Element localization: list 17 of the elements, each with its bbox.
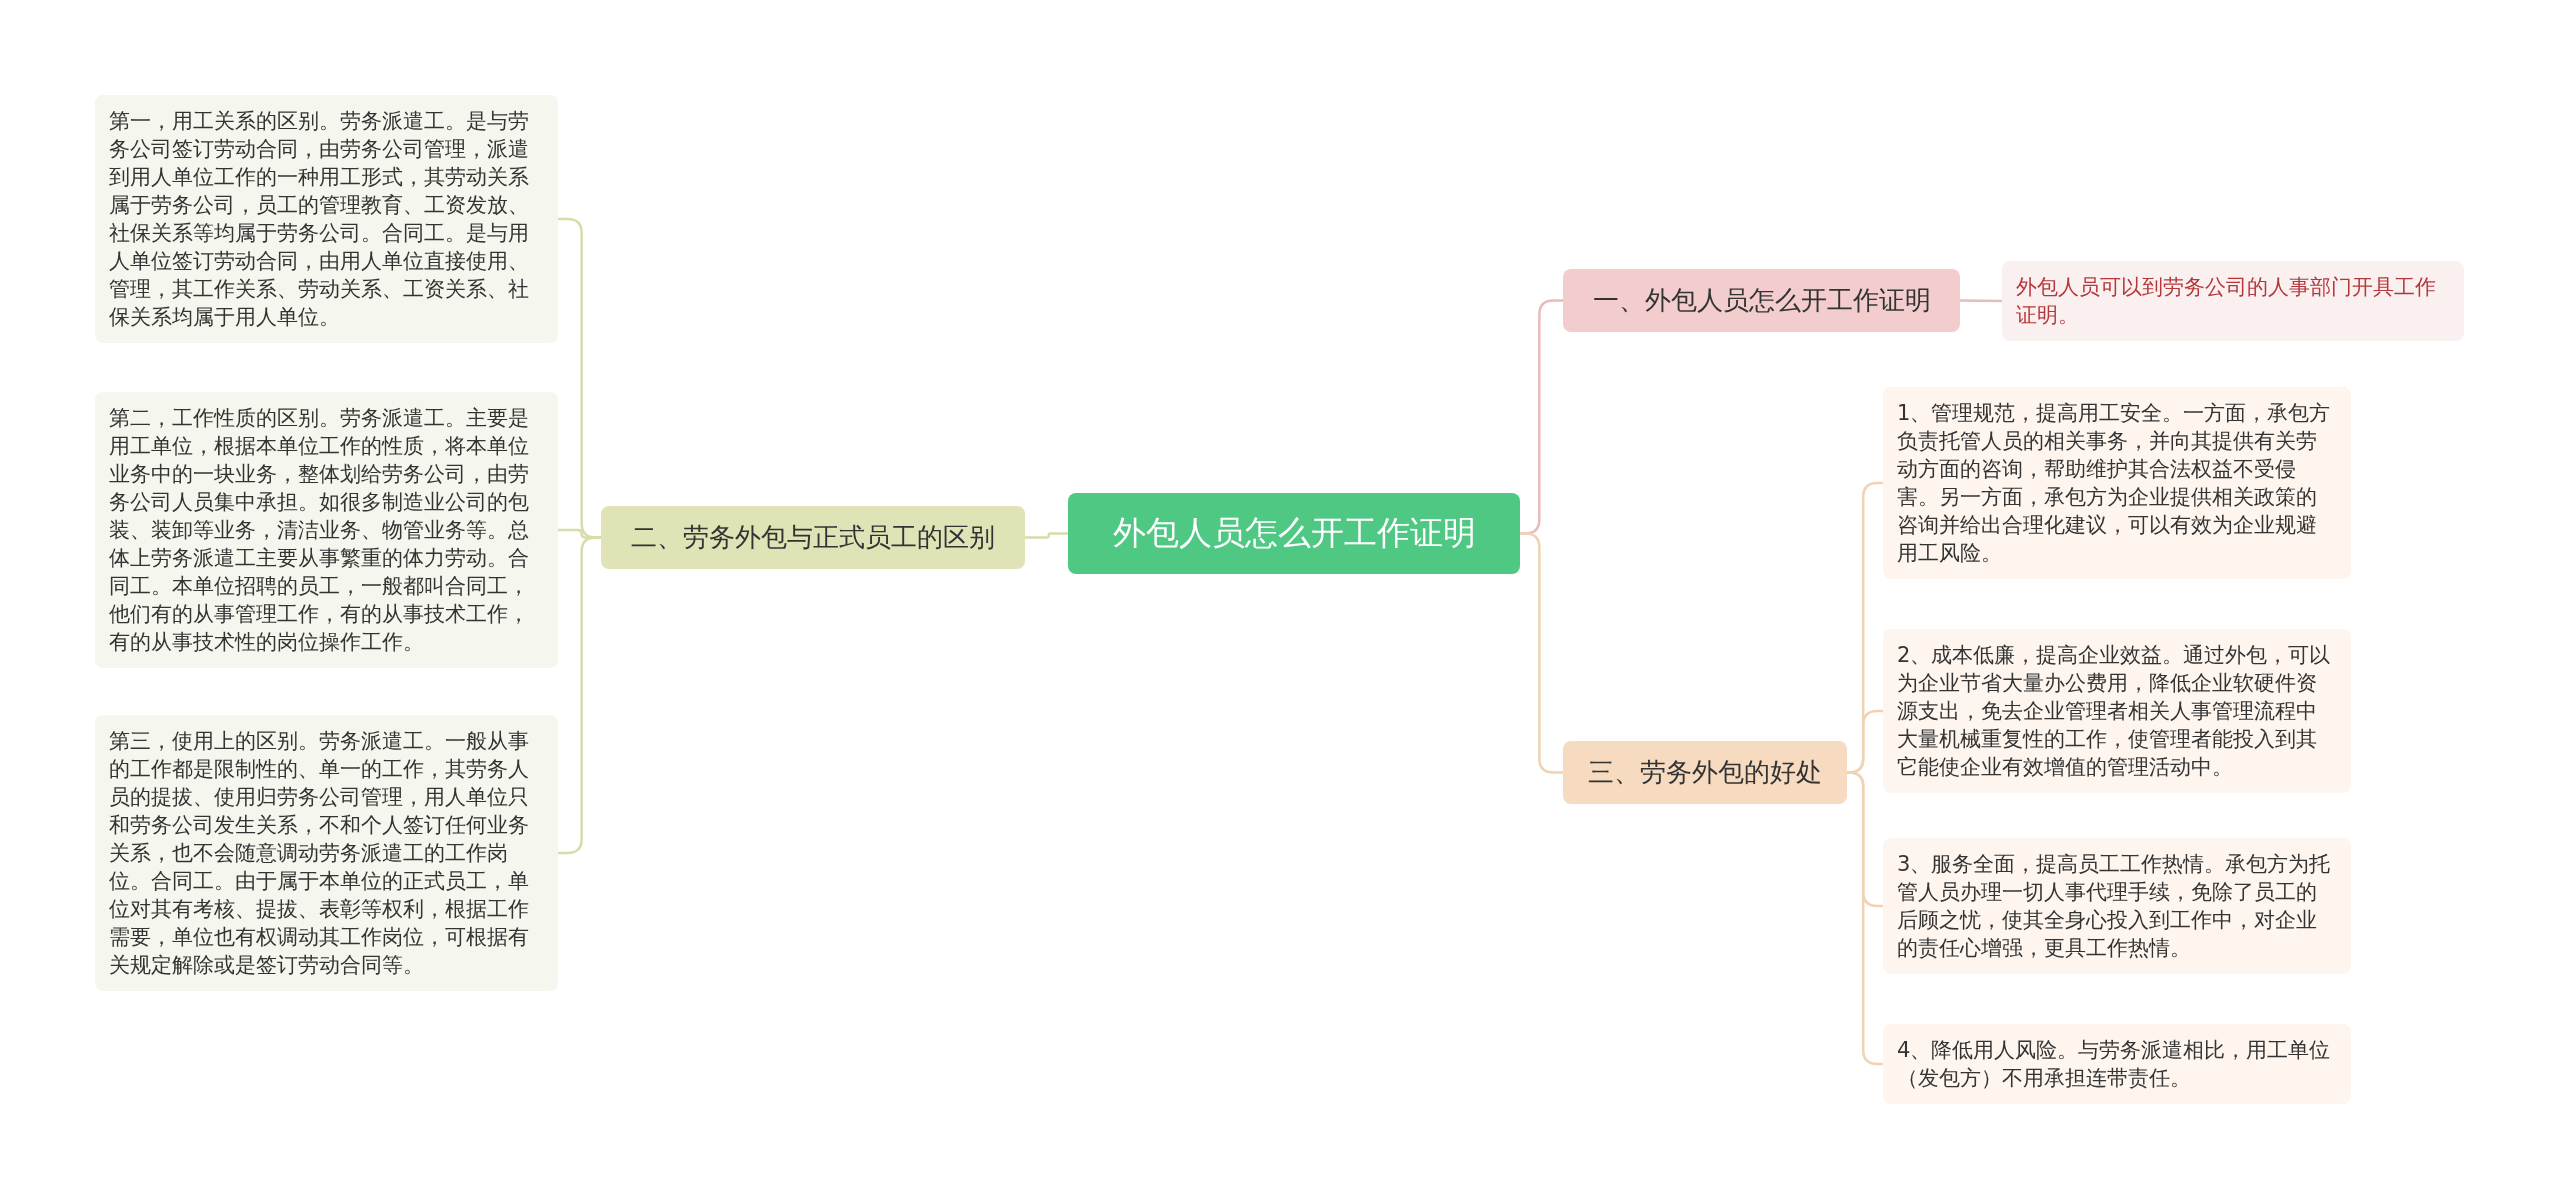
connector-line — [1520, 532, 1563, 774]
connector-line — [558, 536, 601, 855]
note-box: 3、服务全面，提高员工工作热情。承包方为托管人员办理一切人事代理手续，免除了员工的后顾之忧，使其全身心投入到工作中，对企业的责任心增强，更具工作热情。 — [1883, 838, 2351, 974]
note-box: 1、管理规范，提高用工安全。一方面，承包方负责托管人员的相关事务，并向其提供有关劳动方面的咨询，帮助维护其合法权益不受侵害。另一方面，承包方为企业提供相关政策的咨询并给出合理化建议，可以有效为企业规避用工风险。 — [1883, 387, 2351, 579]
note-box: 4、降低用人风险。与劳务派遣相比，用工单位（发包方）不用承担连带责任。 — [1883, 1024, 2351, 1104]
connector-line — [1847, 771, 1883, 1066]
central-topic-box: 外包人员怎么开工作证明 — [1068, 493, 1520, 574]
connector-line — [1960, 299, 2002, 303]
branch-topic-box: 三、劳务外包的好处 — [1563, 741, 1847, 804]
branch-topic-box: 二、劳务外包与正式员工的区别 — [601, 506, 1025, 569]
connector-line — [1025, 532, 1068, 539]
note-box: 外包人员可以到劳务公司的人事部门开具工作证明。 — [2002, 261, 2464, 341]
branch-topic-box: 一、外包人员怎么开工作证明 — [1563, 269, 1960, 332]
note-box: 第三，使用上的区别。劳务派遣工。一般从事的工作都是限制性的、单一的工作，其劳务人员的提拔、使用归劳务公司管理，用人单位只和劳务公司发生关系，不和个人签订任何业务关系，也不会随意调动劳务派遣工的工作岗位。合同工。由于属于本单位的正式员工，单位对其有考核、提拔、表彰等权利，根据工作需要，单位也有权调动其工作岗位，可根据有关规定解除或是签订劳动合同等。 — [95, 715, 558, 991]
note-box: 第一，用工关系的区别。劳务派遣工。是与劳务公司签订劳动合同，由劳务公司管理，派遣到用人单位工作的一种用工形式，其劳动关系属于劳务公司，员工的管理教育、工资发放、社保关系等均属于劳务公司。合同工。是与用人单位签订劳动合同，由用人单位直接使用、管理，其工作关系、劳动关系、工资关系、社保关系均属于用人单位。 — [95, 95, 558, 343]
note-box: 2、成本低廉，提高企业效益。通过外包，可以为企业节省大量办公费用，降低企业软硬件资源支出，免去企业管理者相关人事管理流程中大量机械重复性的工作，使管理者能投入到其它能使企业有效增值的管理活动中。 — [1883, 629, 2351, 793]
note-box: 第二，工作性质的区别。劳务派遣工。主要是用工单位，根据本单位工作的性质，将本单位业务中的一块业务，整体划给劳务公司，由劳务公司人员集中承担。如很多制造业公司的包装、装卸等业务，清洁业务、物管业务等。总体上劳务派遣工主要从事繁重的体力劳动。合同工。本单位招聘的员工，一般都叫合同工，他们有的从事管理工作，有的从事技术工作，有的从事技术性的岗位操作工作。 — [95, 392, 558, 668]
